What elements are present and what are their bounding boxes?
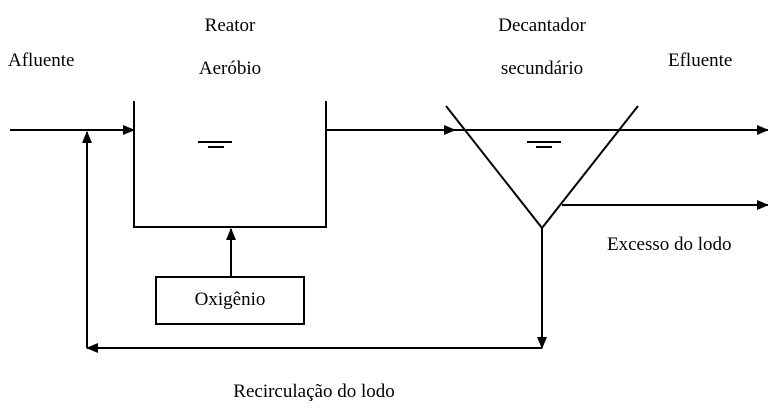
secondary-decanter [445,105,639,230]
decanter-label-line2: secundário [500,58,584,79]
aerobic-reactor-tank [133,101,327,228]
recirculation-label: Recirculação do lodo [233,381,395,402]
efluente-label: Efluente [668,50,733,71]
reactor-label-line1: Reator [204,15,256,36]
excess-sludge-label: Excesso do lodo [607,234,732,255]
oxygen-label: Oxigênio [194,289,266,310]
afluente-label: Afluente [8,50,75,71]
reactor-label-line2: Aeróbio [198,58,262,79]
decanter-label-line1: Decantador [498,15,586,36]
